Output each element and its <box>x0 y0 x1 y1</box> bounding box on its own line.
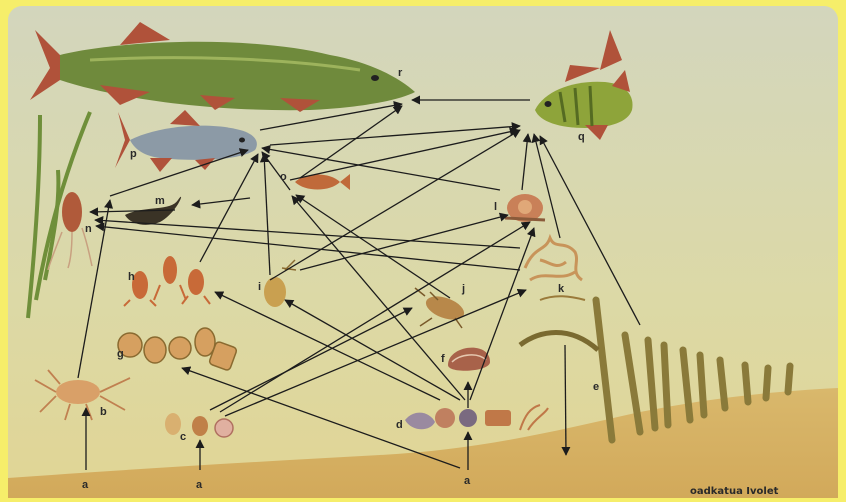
label-q: q <box>578 131 585 143</box>
label-d: d <box>396 419 403 431</box>
label-n: n <box>85 223 92 235</box>
label-m: m <box>155 195 165 207</box>
label-c: c <box>180 431 186 443</box>
label-a-left: a <box>82 479 89 491</box>
label-p: p <box>130 148 137 160</box>
label-h: h <box>128 271 135 283</box>
label-a-middle: a <box>196 479 203 491</box>
label-o: o <box>280 171 287 183</box>
label-a-right: a <box>464 475 471 487</box>
label-i: i <box>258 281 261 293</box>
label-k: k <box>558 283 565 295</box>
label-f: f <box>441 353 445 365</box>
label-r: r <box>398 67 403 79</box>
label-l: l <box>494 201 497 213</box>
label-b: b <box>100 406 107 418</box>
watermark: oadkatua Ivolet <box>690 486 779 497</box>
label-j: j <box>461 283 465 295</box>
label-g: g <box>117 348 124 360</box>
label-e: e <box>593 381 599 393</box>
